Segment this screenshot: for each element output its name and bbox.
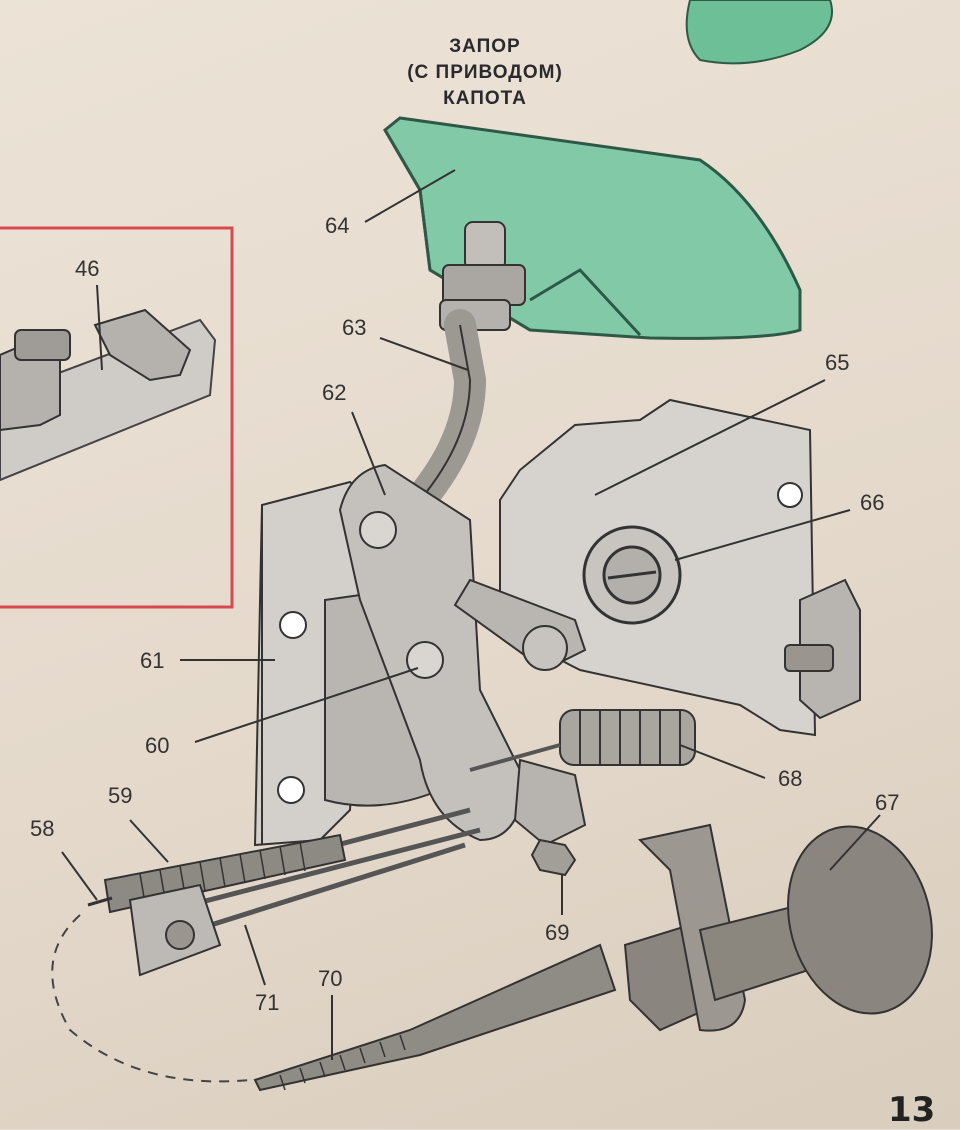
spring-hook — [469, 743, 561, 772]
leader-65 — [594, 379, 826, 496]
callout-46: 46 — [75, 256, 100, 281]
callout-70: 70 — [318, 966, 343, 991]
leader-58 — [61, 851, 98, 901]
inset-clip — [93, 308, 192, 382]
callout-67: 67 — [875, 790, 900, 815]
leader-68 — [679, 744, 766, 779]
callout-58: 58 — [30, 816, 55, 841]
page-number: 13 — [888, 1090, 936, 1130]
callout-65: 65 — [825, 350, 850, 375]
leader-63 — [379, 337, 469, 371]
callout-68: 68 — [778, 766, 803, 791]
mount-bolt — [165, 920, 195, 950]
bracket-hole — [777, 482, 803, 508]
upper-green-fragment — [685, 0, 833, 65]
callout-69: 69 — [545, 920, 570, 945]
title-line-3: КАПОТА — [443, 88, 527, 109]
clamp-nut — [530, 838, 577, 877]
callout-71: 71 — [255, 990, 280, 1015]
callout-63: 63 — [342, 315, 367, 340]
cable-clamp-block — [513, 758, 587, 847]
callout-61: 61 — [140, 648, 165, 673]
callout-64: 64 — [325, 213, 350, 238]
handle-cable-sleeve — [253, 943, 617, 1092]
dashed-cable-loop — [51, 914, 251, 1083]
clamp-screw — [784, 644, 834, 672]
inset-frame — [0, 226, 234, 609]
cable-middle — [189, 827, 481, 908]
left-bracket-hole-lower — [277, 776, 305, 804]
pawl-roller — [522, 625, 568, 671]
curved-pin-outline — [419, 324, 472, 501]
curved-pin — [404, 309, 487, 516]
tension-spring — [559, 709, 696, 766]
cable-tip-left — [87, 896, 113, 907]
handle-threads — [279, 1034, 406, 1091]
inset-leader-46 — [96, 284, 103, 371]
leader-67 — [829, 814, 881, 871]
lever-pivot-upper — [359, 511, 397, 549]
callout-62: 62 — [322, 380, 347, 405]
left-bracket-hole-upper — [279, 611, 307, 639]
leader-60 — [194, 667, 419, 743]
callout-66: 66 — [860, 490, 885, 515]
leader-64 — [364, 169, 456, 223]
leader-59 — [129, 819, 169, 863]
bolt-slot — [607, 570, 657, 580]
inset-spring — [14, 329, 71, 361]
cable-lower — [194, 842, 466, 933]
latch-stud — [464, 221, 506, 271]
hood-panel-groove — [529, 268, 642, 337]
callout-60: 60 — [145, 733, 170, 758]
leader-71 — [244, 924, 266, 986]
title-line-1: ЗАПОР — [449, 36, 521, 57]
leader-62 — [351, 411, 386, 496]
pull-knob — [787, 825, 933, 1015]
lever-pivot-lower — [406, 641, 444, 679]
callout-59: 59 — [108, 783, 133, 808]
leader-66 — [674, 509, 851, 561]
title-line-2: (С ПРИВОДОМ) — [407, 62, 563, 83]
